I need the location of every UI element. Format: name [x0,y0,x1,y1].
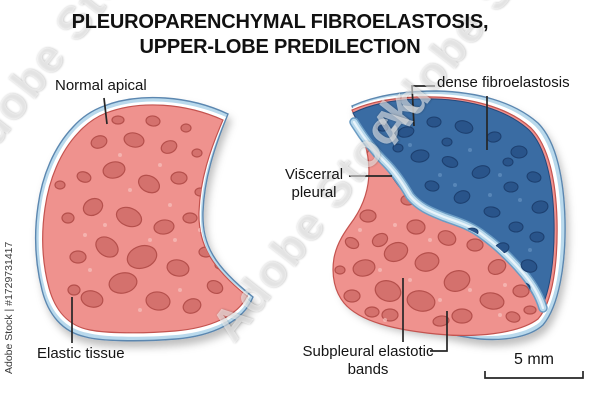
label-subpleural-line2: bands [347,361,389,378]
label-dense-fibroelastosis: dense fibroelastosis [437,74,570,91]
title-line-2: UPPER-LOBE PREDILECTION [139,36,421,58]
right-lung-illustration [332,90,566,341]
right-alveolar-holes [334,144,537,327]
diagram-title: PLEUROPARENCHYMAL FIBROELASTOSIS, UPPER-… [0,10,560,60]
label-subpleural-elastotic-bands: Subpleural elastotic bands [282,343,454,379]
left-elastic-tissue-body [42,104,248,334]
normal-apical-leader [103,97,108,125]
subpleural-leader-2 [430,311,448,352]
scale-bar-line [484,371,584,379]
label-visceral-pleural-line2: pleural [291,184,337,201]
label-visceral-pleural-line1: Vis̄cerral [284,166,344,183]
visceral-pleura-band [349,117,548,313]
watermark-vertical-credit: Adobe Stock | #1729731417 [3,241,15,374]
left-lung-illustration [34,96,254,342]
label-subpleural-line1: Subpleural elastotic [302,343,434,360]
leader-lines [71,85,584,379]
label-normal-apical: Normal apical [55,77,147,94]
label-visceral-pleural: Vis̄cerral pleural [278,166,350,202]
title-line-1: PLEUROPARENCHYMAL FIBROELASTOSIS, [71,11,489,33]
fibroelastosis-holes [375,116,549,294]
dense-fibroelastosis-leader-1 [411,85,435,127]
label-elastic-tissue: Elastic tissue [37,345,125,362]
left-alveolar-holes [54,115,226,314]
scale-bar-label: 5 mm [514,351,554,368]
